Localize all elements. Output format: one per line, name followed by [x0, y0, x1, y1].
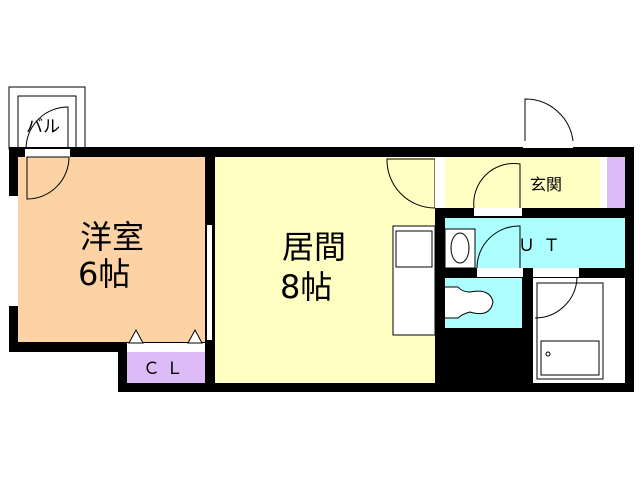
bathroom	[533, 278, 625, 383]
entrance	[445, 157, 600, 208]
closet-label: ＣＬ	[143, 359, 189, 379]
living-room-name: 居間	[282, 228, 346, 266]
closet-door	[127, 343, 205, 352]
utility-label: ＵＴ	[518, 236, 568, 256]
door-opening	[477, 268, 523, 277]
bathtub-icon	[540, 340, 600, 376]
door-opening	[533, 268, 579, 277]
washbasin	[444, 228, 476, 269]
closet-door-icon	[128, 328, 203, 344]
door-opening	[474, 208, 522, 216]
utility-door-icon	[476, 225, 521, 269]
kitchen-counter	[392, 225, 436, 336]
balcony-door-icon	[25, 106, 69, 150]
toilet-icon	[445, 286, 494, 319]
entrance-label: 玄関	[530, 175, 562, 194]
western-room-size: 6帖	[78, 255, 130, 293]
partition-opening	[207, 225, 212, 340]
western-room-name: 洋室	[80, 218, 144, 256]
living-room-size: 8帖	[280, 268, 332, 306]
shoe-cabinet	[607, 157, 625, 208]
bath-outline	[536, 282, 604, 380]
front-door-opening	[523, 141, 573, 148]
sink-icon	[395, 230, 433, 268]
living-door-icon	[386, 158, 436, 209]
closet	[127, 352, 205, 383]
western-room	[18, 157, 205, 342]
window	[9, 196, 18, 306]
front-door-icon	[524, 98, 574, 142]
drain-icon	[545, 351, 551, 357]
balcony: バル	[8, 86, 86, 150]
shoe-cabinet-edge	[600, 157, 607, 208]
entrance-wall	[435, 157, 445, 208]
door-opening	[25, 149, 70, 157]
western-door-icon	[26, 156, 70, 200]
entrance-inner-door-icon	[473, 163, 521, 209]
balcony-label: バル	[26, 117, 60, 137]
washbasin-icon	[450, 232, 470, 264]
bath-door-icon	[534, 277, 578, 319]
